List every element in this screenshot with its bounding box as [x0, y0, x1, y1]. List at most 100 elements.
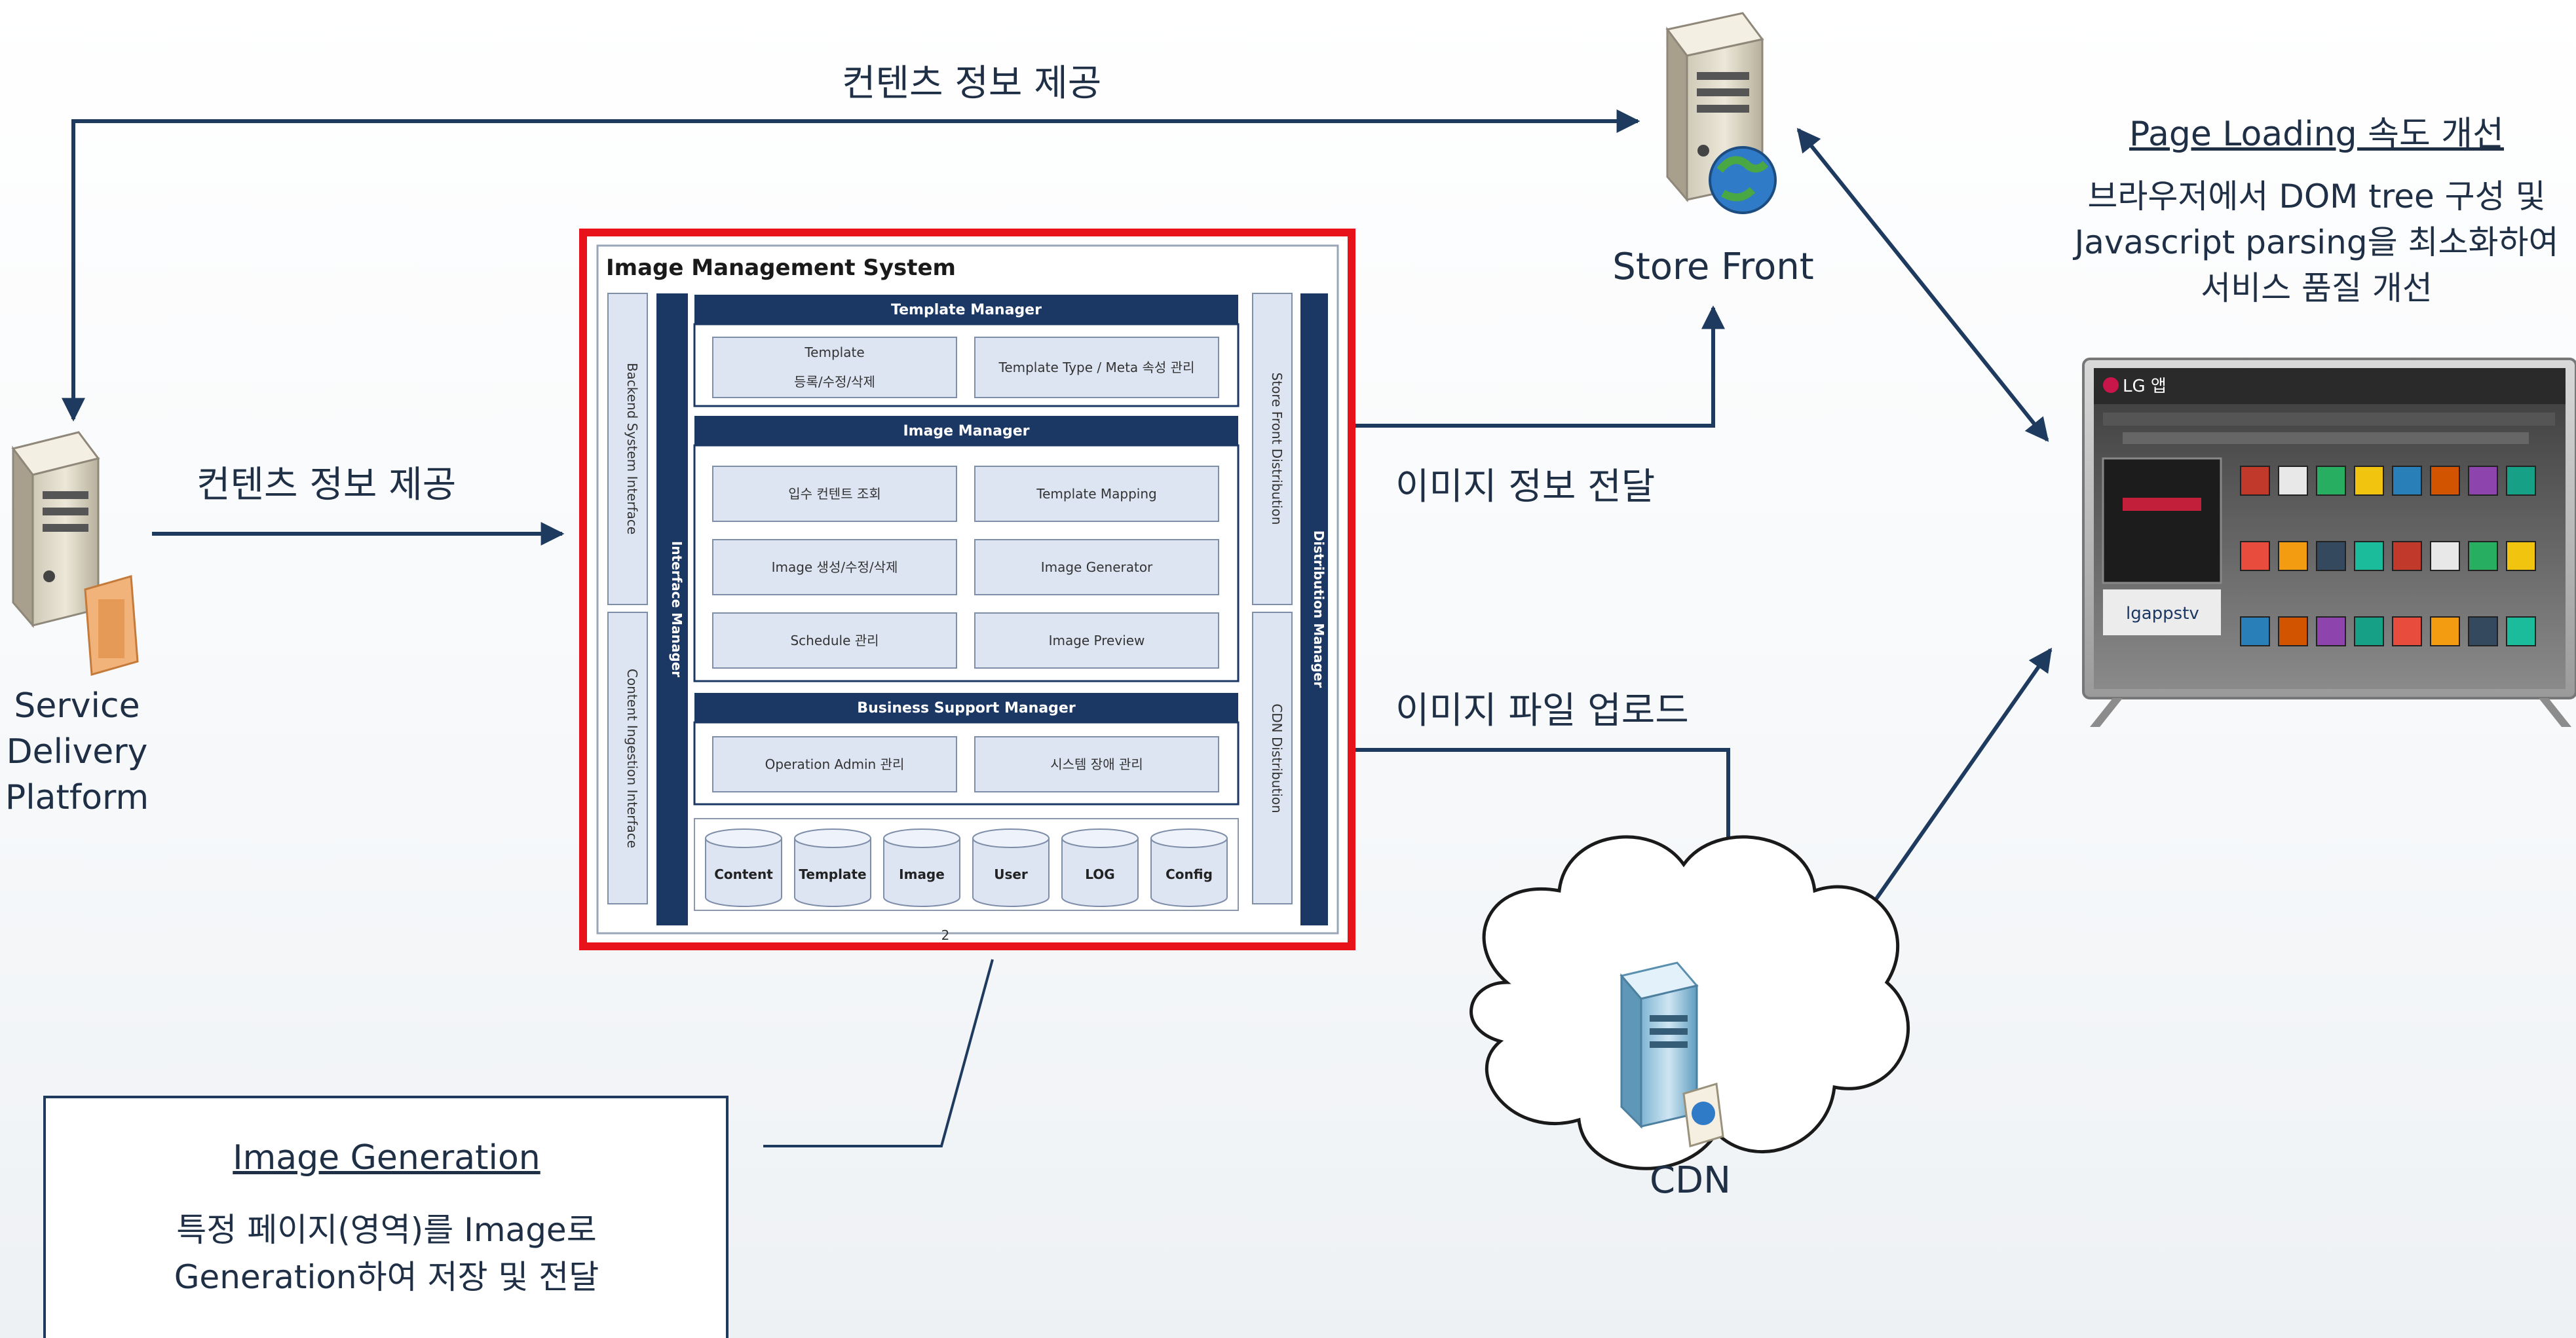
tv-app-tile: [2278, 541, 2308, 571]
image-manager-item-box: [974, 612, 1219, 669]
template-manager-header: Template Manager: [891, 302, 1042, 318]
database-label: LOG: [1085, 866, 1114, 882]
tv-app-tile: [2506, 616, 2536, 646]
page-loading-title: Page Loading 속도 개선: [2129, 115, 2504, 154]
database-label: Content: [714, 866, 773, 882]
top-flow-arrow: [62, 109, 1640, 422]
tv-app-tile: [2240, 466, 2270, 496]
tv-app-grid: [2240, 466, 2536, 646]
tv-app-tile: [2430, 616, 2460, 646]
connectors: [62, 109, 2053, 1147]
database-label: User: [994, 866, 1028, 882]
sdp-label-line3: Platform: [5, 778, 149, 817]
image-manager-item-label: Image Generator: [1041, 559, 1153, 575]
cdn-label: CDN: [1649, 1159, 1732, 1202]
sdp-server-icon: [11, 431, 139, 676]
image-manager-item-label: Schedule 관리: [790, 633, 879, 648]
sdp-label-line1: Service: [14, 686, 140, 726]
tv-app-tile: [2392, 466, 2422, 496]
database-row: Content Template Image User LOG Config: [705, 828, 1228, 907]
image-manager-item-box: [974, 539, 1219, 595]
ims-title: Image Management System: [606, 255, 956, 281]
tv-app-tile: [2392, 616, 2422, 646]
business-support-item-box: [974, 736, 1219, 792]
tv-app-tile: [2316, 616, 2346, 646]
database-cylinder: Template: [794, 828, 871, 907]
left-flow-label: 컨텐츠 정보 제공: [197, 464, 457, 506]
database-label: Image: [899, 866, 945, 882]
tv-app-tile: [2278, 466, 2308, 496]
tv-app-tile: [2354, 616, 2384, 646]
image-manager-item-label: Image 생성/수정/삭제: [772, 559, 898, 575]
database-label: Template: [799, 866, 866, 882]
image-manager-item-box: [712, 466, 957, 522]
image-upload-label: 이미지 파일 업로드: [1395, 690, 1689, 732]
database-cylinder: Content: [705, 828, 782, 907]
image-manager-item-label: Template Mapping: [1036, 486, 1156, 502]
business-support-item-label: 시스템 장애 관리: [1050, 756, 1143, 772]
image-generation-line2: Generation하여 저장 및 전달: [174, 1258, 599, 1296]
cdn-distribution-label: CDN Distribution: [1269, 703, 1285, 813]
store-front-label: Store Front: [1612, 246, 1814, 288]
tv-illustration: LG 앱 lgappstv: [2082, 358, 2576, 727]
image-generation-line1: 특정 페이지(영역)를 Image로: [176, 1211, 597, 1249]
tv-app-tile: [2506, 541, 2536, 571]
ingestion-interface-label: Content Ingestion Interface: [624, 669, 640, 848]
tv-app-tile: [2468, 616, 2498, 646]
business-support-items: Operation Admin 관리 시스템 장애 관리: [712, 736, 1219, 792]
page-loading-line1: 브라우저에서 DOM tree 구성 및: [2087, 177, 2546, 215]
tv-app-tile: [2430, 466, 2460, 496]
image-manager-item-box: [712, 539, 957, 595]
image-manager-item-box: [712, 612, 957, 669]
image-info-label: 이미지 정보 전달: [1395, 466, 1656, 508]
cdn-tv-arrow: [1853, 648, 2053, 931]
interface-manager-label: Interface Manager: [669, 541, 685, 677]
tv-brand-text: LG 앱: [2123, 377, 2167, 396]
database-cylinder: User: [972, 828, 1050, 907]
tv-app-tile: [2354, 466, 2384, 496]
store-front-distribution-label: Store Front Distribution: [1269, 373, 1285, 525]
template-crud-label-2: 등록/수정/삭제: [794, 374, 875, 390]
tv-app-tile: [2468, 541, 2498, 571]
cdn-server-icon: [1619, 961, 1724, 1147]
business-support-header: Business Support Manager: [857, 700, 1076, 716]
image-info-arrow: [1355, 305, 1725, 428]
image-upload-arrow: [1355, 748, 1740, 874]
database-cylinder: Config: [1150, 828, 1228, 907]
ims-panel: Image Management System Backend System I…: [579, 229, 1355, 950]
business-support-item-box: [712, 736, 957, 792]
image-manager-item-label: Image Preview: [1049, 633, 1145, 648]
tv-app-tile: [2506, 466, 2536, 496]
image-generation-title: Image Generation: [233, 1138, 540, 1178]
image-generation-callout: [763, 959, 994, 1147]
tv-app-tile: [2316, 466, 2346, 496]
tv-app-tile: [2240, 616, 2270, 646]
database-cylinder: Image: [883, 828, 960, 907]
top-flow-label: 컨텐츠 정보 제공: [842, 62, 1102, 105]
tv-app-tile: [2316, 541, 2346, 571]
sdp-label-line2: Delivery: [6, 732, 148, 771]
backend-interface-label: Backend System Interface: [624, 363, 640, 534]
template-type-label: Template Type / Meta 속성 관리: [998, 360, 1195, 375]
page-loading-line2: Javascript parsing을 최소화하여: [2074, 223, 2559, 261]
ims-page-number: 2: [941, 927, 950, 943]
image-manager-item-label: 입수 컨텐트 조회: [788, 486, 881, 502]
template-crud-label: Template: [804, 344, 864, 360]
business-support-item-label: Operation Admin 관리: [765, 756, 905, 772]
distribution-manager-label: Distribution Manager: [1311, 530, 1327, 688]
tv-app-tile: [2240, 541, 2270, 571]
database-cylinder: LOG: [1061, 828, 1139, 907]
database-label: Config: [1165, 866, 1213, 882]
image-manager-header: Image Manager: [903, 423, 1029, 439]
tv-app-tile: [2468, 466, 2498, 496]
tv-app-tile: [2278, 616, 2308, 646]
page-loading-line3: 서비스 품질 개선: [2201, 269, 2433, 307]
image-manager-item-box: [974, 466, 1219, 522]
store-front-server-icon: [1665, 12, 1777, 214]
storefront-tv-arrow: [1796, 128, 2049, 442]
image-generation-box: [43, 1096, 729, 1338]
tv-promo-text: lgappstv: [2126, 604, 2199, 623]
